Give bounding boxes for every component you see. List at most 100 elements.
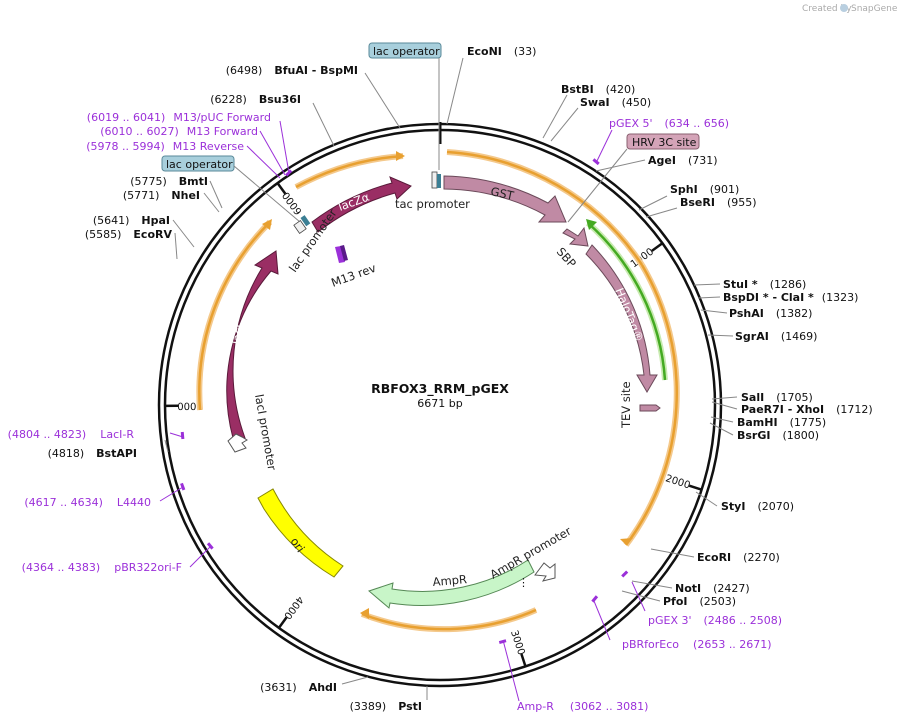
ruler-tick-label: 3000 [508, 629, 526, 657]
site-swai-pos: (450) [622, 96, 652, 109]
svg-text:pGEX 3'(2486 .. 2508): pGEX 3' (2486 .. 2508) [648, 614, 782, 627]
ori-feature[interactable] [257, 488, 344, 578]
site-hpai-name: HpaI [141, 214, 170, 227]
primer-pgex5-pos: (634 .. 656) [665, 117, 730, 130]
site-bstbi-pos: (420) [606, 83, 636, 96]
site-sphi-name: SphI [670, 183, 698, 196]
site-bspdi-pos: (1323) [822, 291, 859, 304]
primer-m13fwd-name: M13 Forward [187, 125, 258, 138]
orf-ampr-arrowhead [360, 608, 369, 619]
sbp-feature[interactable] [562, 226, 589, 247]
tev-site-feature[interactable] [639, 404, 661, 412]
m13-rev-label: M13 rev [329, 261, 378, 290]
svg-text:StyI(2070): StyI(2070) [721, 500, 794, 513]
site-hpai-pos: (5641) [93, 214, 130, 227]
plasmid-name: RBFOX3_RRM_pGEX [371, 381, 509, 397]
site-bmti-name: BmtI [179, 175, 208, 188]
primer-marks [180, 158, 629, 644]
halotag-feature[interactable] [585, 244, 658, 393]
primer-laci-r-pos: (4804 .. 4823) [8, 428, 87, 441]
lac-operator-label-left: lac operator [166, 158, 233, 171]
site-swai-name: SwaI [580, 96, 610, 109]
site-bmti-pos: (5775) [130, 175, 167, 188]
laci-feature[interactable] [226, 250, 279, 439]
svg-text:BsrGI(1800): BsrGI(1800) [737, 429, 819, 442]
orf-lacz-arrowhead [396, 151, 405, 161]
m13-rev-primer[interactable]: M13 rev [329, 245, 378, 290]
site-styi-pos: (2070) [757, 500, 794, 513]
svg-text:SphI(901): SphI (901) [670, 183, 739, 196]
site-agei-name: AgeI [648, 154, 676, 167]
svg-text:EcoRI(2270): EcoRI (2270) [697, 551, 780, 564]
hrv-3c-site-box[interactable]: HRV 3C site [567, 133, 700, 223]
primer-laci-r-name: LacI-R [100, 428, 134, 441]
ruler-tick [276, 182, 287, 195]
svg-text:pGEX 5'(634 .. 656): pGEX 5'(634 .. 656) [609, 117, 729, 130]
site-sali-name: SalI [741, 391, 764, 404]
site-pshai-pos: (1382) [776, 307, 813, 320]
site-psti-name: PstI [398, 700, 422, 713]
site-ahdi-pos: (3631) [260, 681, 297, 694]
primer-pbr322ori-name: pBR322ori-F [114, 561, 182, 574]
site-paer7i-pos: (1712) [836, 403, 873, 416]
credit-brand: SnapGene [851, 4, 898, 14]
svg-text:BstBI(420): BstBI(420) [561, 83, 635, 96]
svg-text:EcoNI(33): EcoNI(33) [467, 45, 536, 58]
lac-operator-box-top[interactable]: lac operator [368, 42, 442, 170]
site-bsrgi-pos: (1800) [782, 429, 819, 442]
ruler-tick-label: 6000 [281, 189, 305, 216]
primer-pbrforeco-name: pBRforEco [622, 638, 679, 651]
site-pfoi-pos: (2503) [700, 595, 737, 608]
svg-text:(4364 .. 4383)pBR322ori-F: (4364 .. 4383)pBR322ori-F [22, 561, 182, 574]
svg-text:pBRforEco(2653 .. 2671): pBRforEco(2653 .. 2671) [622, 638, 772, 651]
site-ecori-name: EcoRI [697, 551, 731, 564]
site-ecori-pos: (2270) [743, 551, 780, 564]
tac-promoter-feature[interactable]: tac promoter [395, 171, 470, 211]
orf-laci-arrowhead [262, 219, 272, 230]
site-sphi-pos: (901) [710, 183, 740, 196]
ampr-feature[interactable] [368, 559, 535, 609]
credit-prefix: Created by [802, 4, 852, 14]
site-stui-pos: (1286) [770, 278, 807, 291]
svg-text:BspDI * - ClaI *(1323): BspDI * - ClaI *(1323) [723, 291, 858, 304]
primer-pgex3-name: pGEX 3' [648, 614, 692, 627]
laci-promoter-label: lacI promoter [252, 393, 279, 472]
site-econi-name: EcoNI [467, 45, 502, 58]
site-leaders [164, 57, 738, 700]
site-noti-name: NotI [675, 582, 701, 595]
hrv-3c-site-label: HRV 3C site [632, 136, 697, 149]
primer-pgex3-pos: (2486 .. 2508) [704, 614, 783, 627]
svg-text:(6228)Bsu36I: (6228)Bsu36I [210, 93, 301, 106]
gst-feature[interactable] [443, 175, 567, 223]
site-bstapi-name: BstAPI [96, 447, 137, 460]
primer-ampr-name: Amp-R [517, 700, 554, 713]
svg-text:StuI *(1286): StuI *(1286) [723, 278, 806, 291]
halotag-green-arc [587, 222, 667, 381]
site-paer7i-name: PaeR7I - XhoI [741, 403, 824, 416]
site-nhei-pos: (5771) [123, 189, 160, 202]
orf-halotag-arc [625, 264, 678, 546]
lac-operator-label-top: lac operator [373, 45, 440, 58]
svg-text:(4617 .. 4634)L4440: (4617 .. 4634) L4440 [24, 496, 151, 509]
primer-l4440-name: L4440 [117, 496, 151, 509]
orf-lacz-arc [295, 154, 404, 189]
lac-operator-box-left[interactable]: lac operator [161, 155, 301, 223]
site-bstapi-pos: (4818) [48, 447, 85, 460]
primer-l4440-pos: (4617 .. 4634) [24, 496, 103, 509]
snapgene-logo-icon [840, 4, 848, 12]
plasmid-length: 6671 bp [417, 397, 462, 410]
site-ecorv-pos: (5585) [85, 228, 122, 241]
svg-text:SwaI(450): SwaI (450) [580, 96, 651, 109]
svg-text:(5585)EcoRV: (5585)EcoRV [85, 228, 173, 241]
site-bamhi-pos: (1775) [790, 416, 827, 429]
svg-text:(5775)BmtI: (5775) BmtI [130, 175, 208, 188]
svg-text:NotI(2427): NotI(2427) [675, 582, 750, 595]
lacz-alpha-label: lacZα [336, 190, 371, 214]
lacz-alpha-feature[interactable] [311, 176, 412, 233]
snapgene-credit: Created by SnapGene [802, 4, 898, 14]
site-psti-pos: (3389) [350, 700, 387, 713]
svg-text:(4804 .. 4823)LacI-R: (4804 .. 4823) LacI-R [8, 428, 135, 441]
ruler-tick [520, 653, 527, 667]
ampr-dots: ⋮ [518, 576, 529, 589]
